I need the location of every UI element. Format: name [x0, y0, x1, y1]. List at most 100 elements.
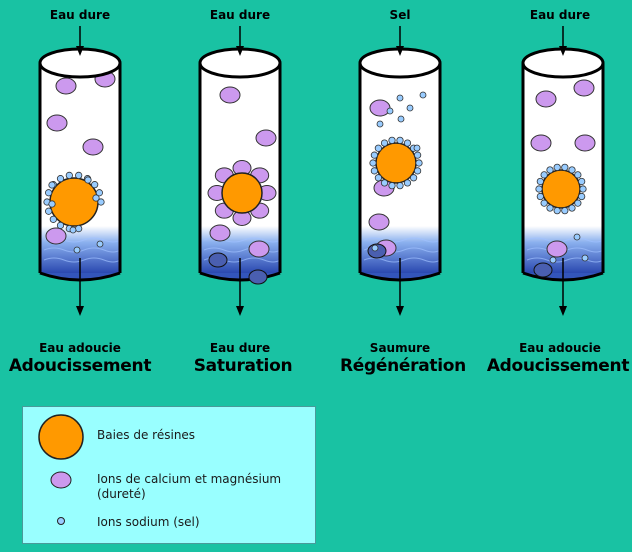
sodium-ion: [48, 200, 56, 208]
sodium-ion: [403, 179, 412, 187]
sodium-ion: [574, 171, 582, 179]
sodium-ion: [403, 139, 412, 147]
legend-resin-label: Baies de résines: [97, 428, 196, 442]
water-ripple: [43, 257, 121, 263]
sodium-ion: [397, 115, 405, 123]
column-4-output-label: Eau adoucie: [519, 341, 601, 355]
calcium-ion: [573, 79, 595, 97]
resin-column-2: [198, 26, 282, 316]
water-ripple: [43, 247, 121, 253]
sodium-ion: [546, 166, 554, 174]
sodium-ion: [49, 215, 57, 223]
sodium-ion: [536, 192, 544, 201]
resin-column-1: [38, 26, 122, 316]
dissolved-ion: [533, 262, 553, 278]
sodium-ion: [415, 159, 423, 167]
sodium-ion: [386, 107, 394, 115]
sodium-ion: [553, 163, 561, 171]
sodium-ion: [45, 189, 53, 197]
sodium-ion: [91, 181, 99, 189]
sodium-ion: [374, 174, 382, 182]
calcium-ion: [535, 90, 557, 108]
dissolved-ion: [248, 269, 268, 285]
outflow-arrow-head: [236, 306, 244, 316]
sodium-ion: [540, 199, 548, 207]
sodium-ion: [581, 254, 589, 262]
inflow-arrow-head: [76, 46, 84, 56]
sodium-ion: [536, 177, 544, 186]
sodium-ion: [396, 94, 404, 102]
calcium-ion: [530, 134, 552, 152]
sodium-ion: [388, 182, 396, 190]
legend-sodium-label: Ions sodium (sel): [97, 515, 200, 529]
column-4-input-label: Eau dure: [529, 8, 591, 22]
sodium-ion: [45, 207, 53, 215]
sodium-ion: [561, 163, 569, 171]
column-1-stage-title: Adoucissement: [8, 356, 152, 376]
sodium-ion: [568, 204, 576, 212]
column-3-input-label: Sel: [389, 8, 411, 22]
calcium-ion: [255, 129, 277, 147]
sodium-ion: [97, 198, 105, 206]
water-ripple: [363, 237, 441, 243]
sodium-ion: [48, 181, 56, 189]
sodium-ion: [75, 224, 83, 233]
column-3-stage-title: Régénération: [340, 356, 466, 376]
inflow-arrow-head: [236, 46, 244, 56]
sodium-ion: [546, 204, 554, 212]
sodium-ion: [92, 194, 100, 202]
legend: Baies de résines Ions de calcium et magn…: [22, 406, 316, 544]
resin-bead: [541, 169, 581, 209]
sodium-ion: [376, 120, 384, 128]
outflow-arrow-head: [76, 306, 84, 316]
column-2-stage-title: Saturation: [193, 356, 293, 376]
column-1-input-label: Eau dure: [49, 8, 111, 22]
resin-bead-icon: [38, 414, 84, 460]
sodium-ion-icon: [57, 517, 65, 525]
water-ripple: [203, 247, 281, 253]
sodium-ion: [396, 136, 404, 144]
sodium-ion: [374, 144, 382, 152]
calcium-ion: [219, 86, 241, 104]
sodium-ion: [73, 246, 81, 254]
legend-calcium-sublabel: (dureté): [97, 487, 146, 501]
calcium-ion: [209, 224, 231, 242]
outflow-arrow-head: [559, 306, 567, 316]
calcium-ion: [45, 227, 67, 245]
resin-bead: [375, 142, 417, 184]
sodium-ion: [380, 139, 389, 147]
calcium-ion: [55, 77, 77, 95]
sodium-ion: [578, 177, 586, 186]
sodium-ion: [56, 221, 65, 229]
sodium-ion: [578, 192, 586, 201]
resin-bead: [221, 172, 263, 214]
calcium-ion: [46, 114, 68, 132]
calcium-ion: [248, 240, 270, 258]
calcium-ion: [368, 213, 390, 231]
column-1-output-label: Eau adoucie: [39, 341, 121, 355]
sodium-ion: [95, 189, 103, 197]
sodium-ion: [414, 167, 422, 175]
sodium-ion: [65, 171, 73, 180]
legend-calcium-label: Ions de calcium et magnésium: [97, 472, 282, 486]
calcium-ion-icon: [50, 471, 72, 489]
inflow-arrow-head: [559, 46, 567, 56]
sodium-ion: [96, 240, 104, 248]
resin-column-3: [358, 26, 442, 316]
sodium-ion: [579, 185, 587, 193]
water-ripple: [526, 257, 604, 263]
sodium-ion: [561, 207, 569, 215]
column-4-stage-title: Adoucissement: [486, 356, 630, 376]
sodium-ion: [371, 244, 379, 252]
sodium-ion: [69, 226, 77, 234]
outflow-arrow-head: [396, 306, 404, 316]
sodium-ion: [410, 174, 418, 182]
sodium-ion: [535, 185, 543, 193]
sodium-ion: [56, 175, 65, 183]
sodium-ion: [568, 166, 576, 174]
sodium-ion: [553, 207, 561, 215]
column-2-input-label: Eau dure: [209, 8, 271, 22]
calcium-ion: [574, 134, 596, 152]
